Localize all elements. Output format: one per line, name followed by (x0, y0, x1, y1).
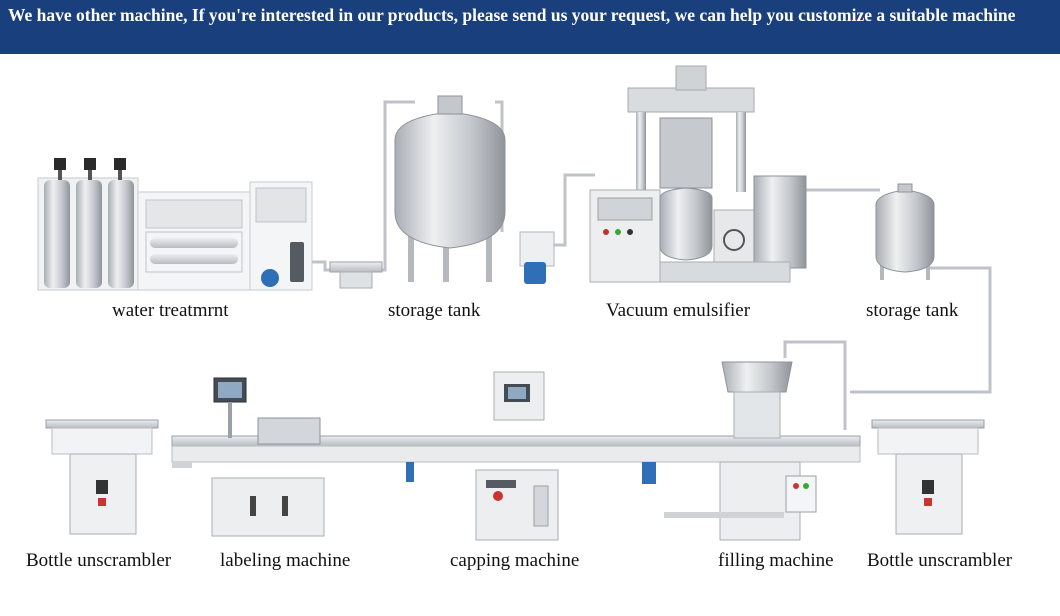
label-vacuum-emulsifier: Vacuum emulsifier (606, 300, 751, 321)
storage-tank-2 (875, 183, 935, 280)
label-storage-tank-1: storage tank (388, 300, 481, 321)
labeling-machine (211, 377, 325, 537)
water-treatment-machine (37, 158, 313, 291)
banner-text: We have other machine, If you're interes… (8, 5, 1016, 25)
label-filling-machine: filling machine (718, 550, 834, 571)
label-water-treatment: water treatmrnt (112, 300, 229, 321)
header-banner: We have other machine, If you're interes… (0, 0, 1060, 54)
label-labeling-machine: labeling machine (220, 550, 351, 571)
label-capping-machine: capping machine (450, 550, 580, 571)
bottle-unscrambler-left (45, 419, 159, 535)
capping-machine (475, 371, 559, 541)
label-bottle-unscrambler-right: Bottle unscrambler (867, 550, 1013, 571)
storage-tank-1 (329, 95, 555, 289)
vacuum-emulsifier-machine (589, 65, 807, 283)
label-bottle-unscrambler-left: Bottle unscrambler (26, 550, 172, 571)
conveyor-line (171, 435, 861, 484)
filling-machine (664, 361, 817, 541)
bottle-unscrambler-right (871, 419, 985, 535)
label-storage-tank-2: storage tank (866, 300, 959, 321)
